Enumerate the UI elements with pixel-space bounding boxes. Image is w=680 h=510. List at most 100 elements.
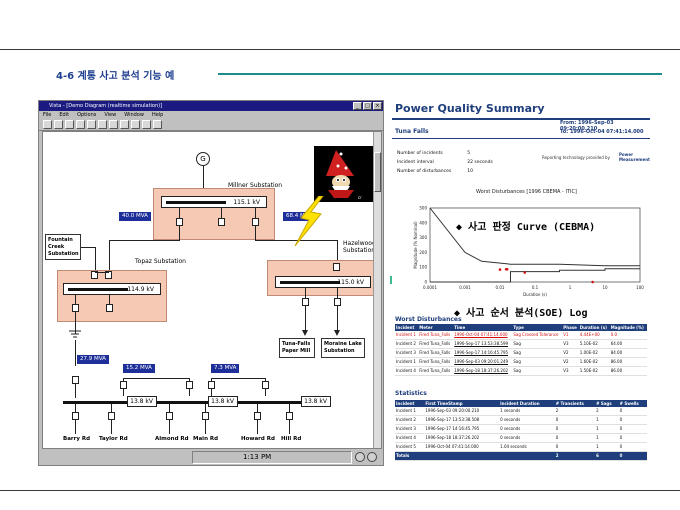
topaz-kv: 114.9 kV [127, 286, 154, 293]
open-icon[interactable] [43, 120, 52, 129]
refresh-icon[interactable] [131, 120, 140, 129]
col-duration[interactable]: Duration (s) [578, 324, 610, 331]
lightning-icon [294, 196, 324, 246]
breaker-switch[interactable] [72, 412, 79, 420]
status-indicator-icon[interactable] [355, 452, 365, 462]
bus-13kv-a[interactable]: 13.8 kV [127, 396, 157, 407]
breaker-switch[interactable] [202, 412, 209, 420]
bus-13kv-c-label: 13.8 kV [304, 398, 327, 405]
help-icon[interactable] [153, 120, 162, 129]
breaker-switch[interactable] [252, 218, 259, 226]
breaker-switch[interactable] [208, 381, 215, 389]
breaker-switch[interactable] [72, 376, 79, 384]
menu-view[interactable]: View [104, 112, 117, 118]
col-sags[interactable]: # Sags [595, 400, 619, 407]
col-phase[interactable]: Phase [562, 324, 579, 331]
breaker-switch[interactable] [72, 304, 79, 312]
col-type[interactable]: Type [512, 324, 563, 331]
status-indicator-icon[interactable] [367, 452, 377, 462]
zoom-out-icon[interactable] [76, 120, 85, 129]
breaker-switch[interactable] [166, 412, 173, 420]
breaker-switch[interactable] [254, 412, 261, 420]
cell [499, 451, 555, 461]
col-incident-duration[interactable]: Incident Duration [499, 400, 555, 407]
bus-13kv-c[interactable]: 13.8 kV [301, 396, 331, 407]
fountain-creek-label[interactable]: Fountain Creek Substation [45, 234, 81, 260]
cell: 4.44E+00 [578, 331, 610, 340]
print-icon[interactable] [87, 120, 96, 129]
breaker-switch[interactable] [302, 298, 309, 306]
col-incident[interactable]: Incident [395, 400, 425, 407]
breaker-switch[interactable] [105, 271, 112, 279]
save-icon[interactable] [54, 120, 63, 129]
cell: Sag [512, 348, 563, 358]
close-icon[interactable]: × [373, 102, 382, 110]
time-link[interactable]: 1996-Sep-17 13:53:38.599 [453, 339, 513, 349]
cell: Incident 2 [395, 339, 419, 349]
menu-help[interactable]: Help [151, 112, 164, 118]
y-tick-label: 300 [419, 235, 427, 240]
copy-icon[interactable] [109, 120, 118, 129]
paste-icon[interactable] [120, 120, 129, 129]
breaker-switch[interactable] [108, 412, 115, 420]
time-link[interactable]: 1996-Oct-04 07:41:14.000 [453, 331, 513, 340]
millner-bus[interactable]: 115.1 kV [161, 196, 267, 208]
menu-options[interactable]: Options [77, 112, 97, 118]
breaker-switch[interactable] [262, 381, 269, 389]
time-link[interactable]: 1996-Sep-17 14:16:45.795 [453, 348, 513, 358]
minimize-icon[interactable]: _ [353, 102, 362, 110]
pointer-icon[interactable] [142, 120, 151, 129]
col-transients[interactable]: # Transients [554, 400, 596, 407]
bus-13kv-b[interactable]: 13.8 kV [208, 396, 238, 407]
topaz-substation[interactable] [57, 270, 167, 322]
zoom-in-icon[interactable] [65, 120, 74, 129]
tuna-falls-label[interactable]: Tuna-Falls Paper Mill [279, 338, 315, 358]
time-link[interactable]: 1996-Sep-03 09:20:01.249 [453, 357, 513, 367]
breaker-switch[interactable] [218, 218, 225, 226]
breaker-switch[interactable] [334, 298, 341, 306]
maximize-icon[interactable]: □ [363, 102, 372, 110]
statistics-table: Incident First TimeStamp Incident Durati… [395, 400, 647, 461]
cell: 0 [554, 424, 596, 434]
col-first-timestamp[interactable]: First TimeStamp [424, 400, 500, 407]
breaker-switch[interactable] [333, 263, 340, 271]
breaker-switch[interactable] [91, 271, 98, 279]
col-meter[interactable]: Meter [418, 324, 454, 331]
col-incident[interactable]: Incident [395, 324, 419, 331]
cell: Sag [512, 366, 563, 376]
moraine-lake-label[interactable]: Moraine Lake Substation [321, 338, 365, 358]
col-time[interactable]: Time [453, 324, 513, 331]
x-tick-label: 10 [602, 285, 608, 290]
menu-edit[interactable]: Edit [59, 112, 70, 118]
breaker-switch[interactable] [120, 381, 127, 389]
col-swells[interactable]: # Swells [618, 400, 647, 407]
breaker-switch[interactable] [106, 304, 113, 312]
menu-file[interactable]: File [43, 112, 52, 118]
topaz-bus[interactable]: 114.9 kV [63, 283, 161, 295]
time-link[interactable]: 1996-Sep-18 18:37:26.202 [453, 366, 513, 376]
to-value: 1996-Oct-04 07:41:14.000 [569, 129, 644, 135]
cut-icon[interactable] [98, 120, 107, 129]
hazelwood-bus[interactable]: 115.0 kV [275, 276, 371, 288]
breaker-switch[interactable] [176, 218, 183, 226]
generator-icon[interactable]: G [196, 152, 210, 166]
report-header-rule [392, 138, 650, 139]
menu-window[interactable]: Window [124, 112, 144, 118]
vertical-scrollbar[interactable] [373, 132, 381, 448]
breaker-switch[interactable] [286, 412, 293, 420]
col-magnitude[interactable]: Magnitude (%) [609, 324, 647, 331]
flow-badge-27: 27.9 MVA [77, 355, 109, 364]
cell: 1 seconds [499, 407, 555, 416]
cell: 1996-Sep-18 18:37:26.202 [424, 433, 500, 443]
breaker-switch[interactable] [186, 381, 193, 389]
